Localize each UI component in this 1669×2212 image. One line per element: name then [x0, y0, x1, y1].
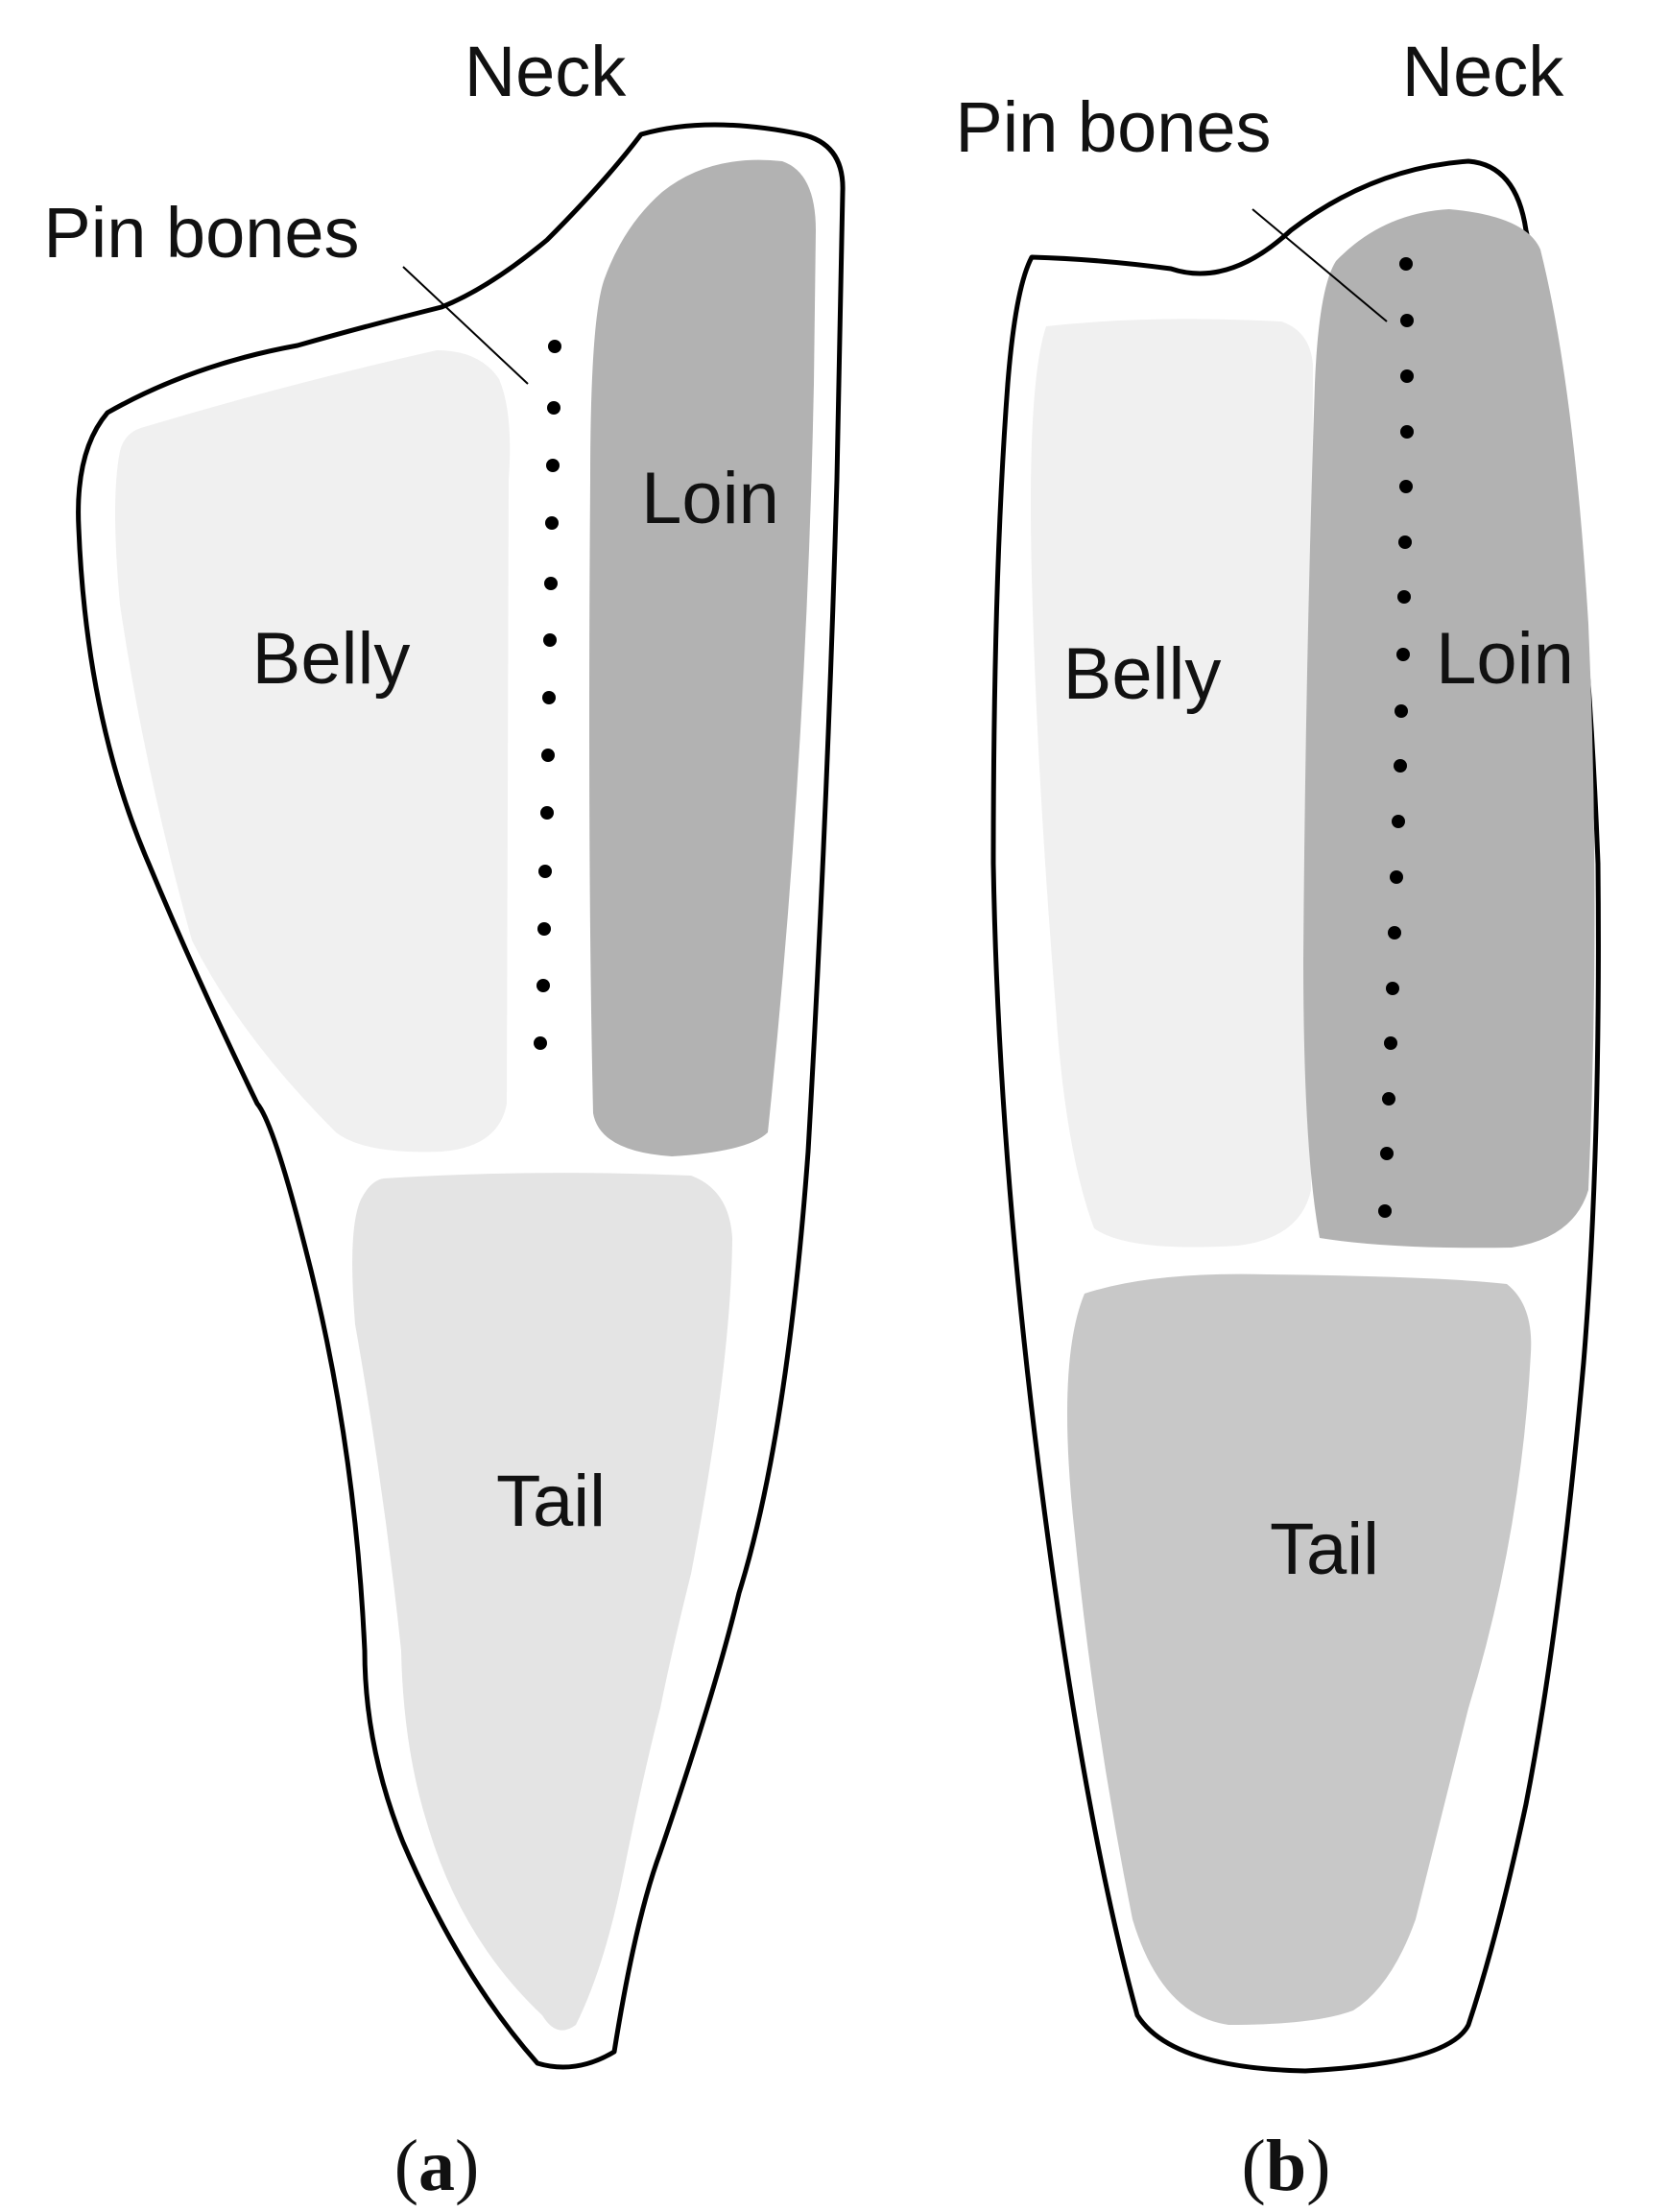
neck-label-a: Neck — [465, 32, 628, 111]
pin-bone-dot — [547, 401, 560, 415]
pin-bone-dot — [1398, 535, 1412, 549]
pin-bone-dot — [546, 459, 560, 472]
pin-bone-dot — [537, 922, 551, 936]
caption-close-paren: ) — [1306, 2126, 1330, 2206]
pin-bone-dot — [1400, 425, 1414, 439]
pin-bone-dot — [548, 340, 561, 353]
pin-bone-dot — [1400, 314, 1414, 327]
belly-region-a — [115, 350, 511, 1153]
neck-label-b: Neck — [1402, 32, 1565, 111]
caption-a: (a) — [394, 2126, 480, 2206]
pin-bone-dots-a — [534, 340, 561, 1050]
pin-bone-dot — [1378, 1204, 1392, 1218]
caption-open-paren: ( — [394, 2126, 418, 2206]
pin-bone-dot — [1399, 257, 1413, 271]
loin-label-b: Loin — [1436, 618, 1574, 700]
pin-bone-dot — [1400, 369, 1414, 383]
pin-bones-label-b: Pin bones — [955, 87, 1271, 167]
loin-region-a — [589, 159, 816, 1157]
pin-bone-dot — [534, 1036, 547, 1050]
panel-a: Neck Pin bones Loin Belly Tail (a) — [43, 32, 846, 2206]
pin-bones-leader-line-a — [402, 266, 529, 385]
pin-bone-dot — [1392, 815, 1405, 828]
pin-bone-dot — [538, 865, 552, 878]
pin-bone-dot — [543, 633, 557, 647]
pin-bone-dot — [1384, 1036, 1397, 1050]
pin-bone-dot — [1395, 704, 1408, 718]
pin-bone-dot — [1394, 759, 1407, 773]
pin-bone-dot — [541, 749, 555, 762]
belly-region-b — [1031, 319, 1313, 1248]
pin-bone-dot — [1388, 926, 1401, 940]
tail-region-b — [1067, 1273, 1532, 2025]
caption-letter: a — [418, 2126, 455, 2206]
pin-bone-dot — [545, 516, 559, 530]
pin-bone-dot — [1382, 1092, 1395, 1106]
pin-bone-dot — [1390, 870, 1403, 884]
pin-bone-dot — [542, 691, 556, 704]
pin-bone-dot — [544, 577, 558, 590]
panel-b: Neck Pin bones Loin Belly Tail (b) — [955, 32, 1601, 2206]
pin-bones-leader-line-b — [1252, 208, 1388, 322]
caption-open-paren: ( — [1242, 2126, 1266, 2206]
pin-bone-dot — [536, 979, 550, 992]
caption-close-paren: ) — [455, 2126, 479, 2206]
belly-label-b: Belly — [1063, 633, 1222, 715]
pin-bone-dot — [1380, 1147, 1394, 1160]
pin-bone-dots-b — [1378, 257, 1414, 1218]
pin-bone-dot — [540, 806, 554, 820]
pin-bones-label-a: Pin bones — [43, 193, 359, 273]
pin-bone-dot — [1399, 480, 1413, 493]
loin-region-b — [1303, 209, 1595, 1249]
tail-label-a: Tail — [496, 1461, 606, 1542]
caption-b: (b) — [1242, 2126, 1331, 2206]
pin-bone-dot — [1397, 590, 1411, 604]
tail-label-b: Tail — [1270, 1509, 1379, 1590]
belly-label-a: Belly — [252, 618, 411, 700]
pin-bone-dot — [1386, 982, 1399, 995]
caption-letter: b — [1266, 2126, 1306, 2206]
loin-label-a: Loin — [641, 458, 779, 539]
pin-bone-dot — [1396, 648, 1410, 661]
tail-region-a — [352, 1173, 732, 2031]
